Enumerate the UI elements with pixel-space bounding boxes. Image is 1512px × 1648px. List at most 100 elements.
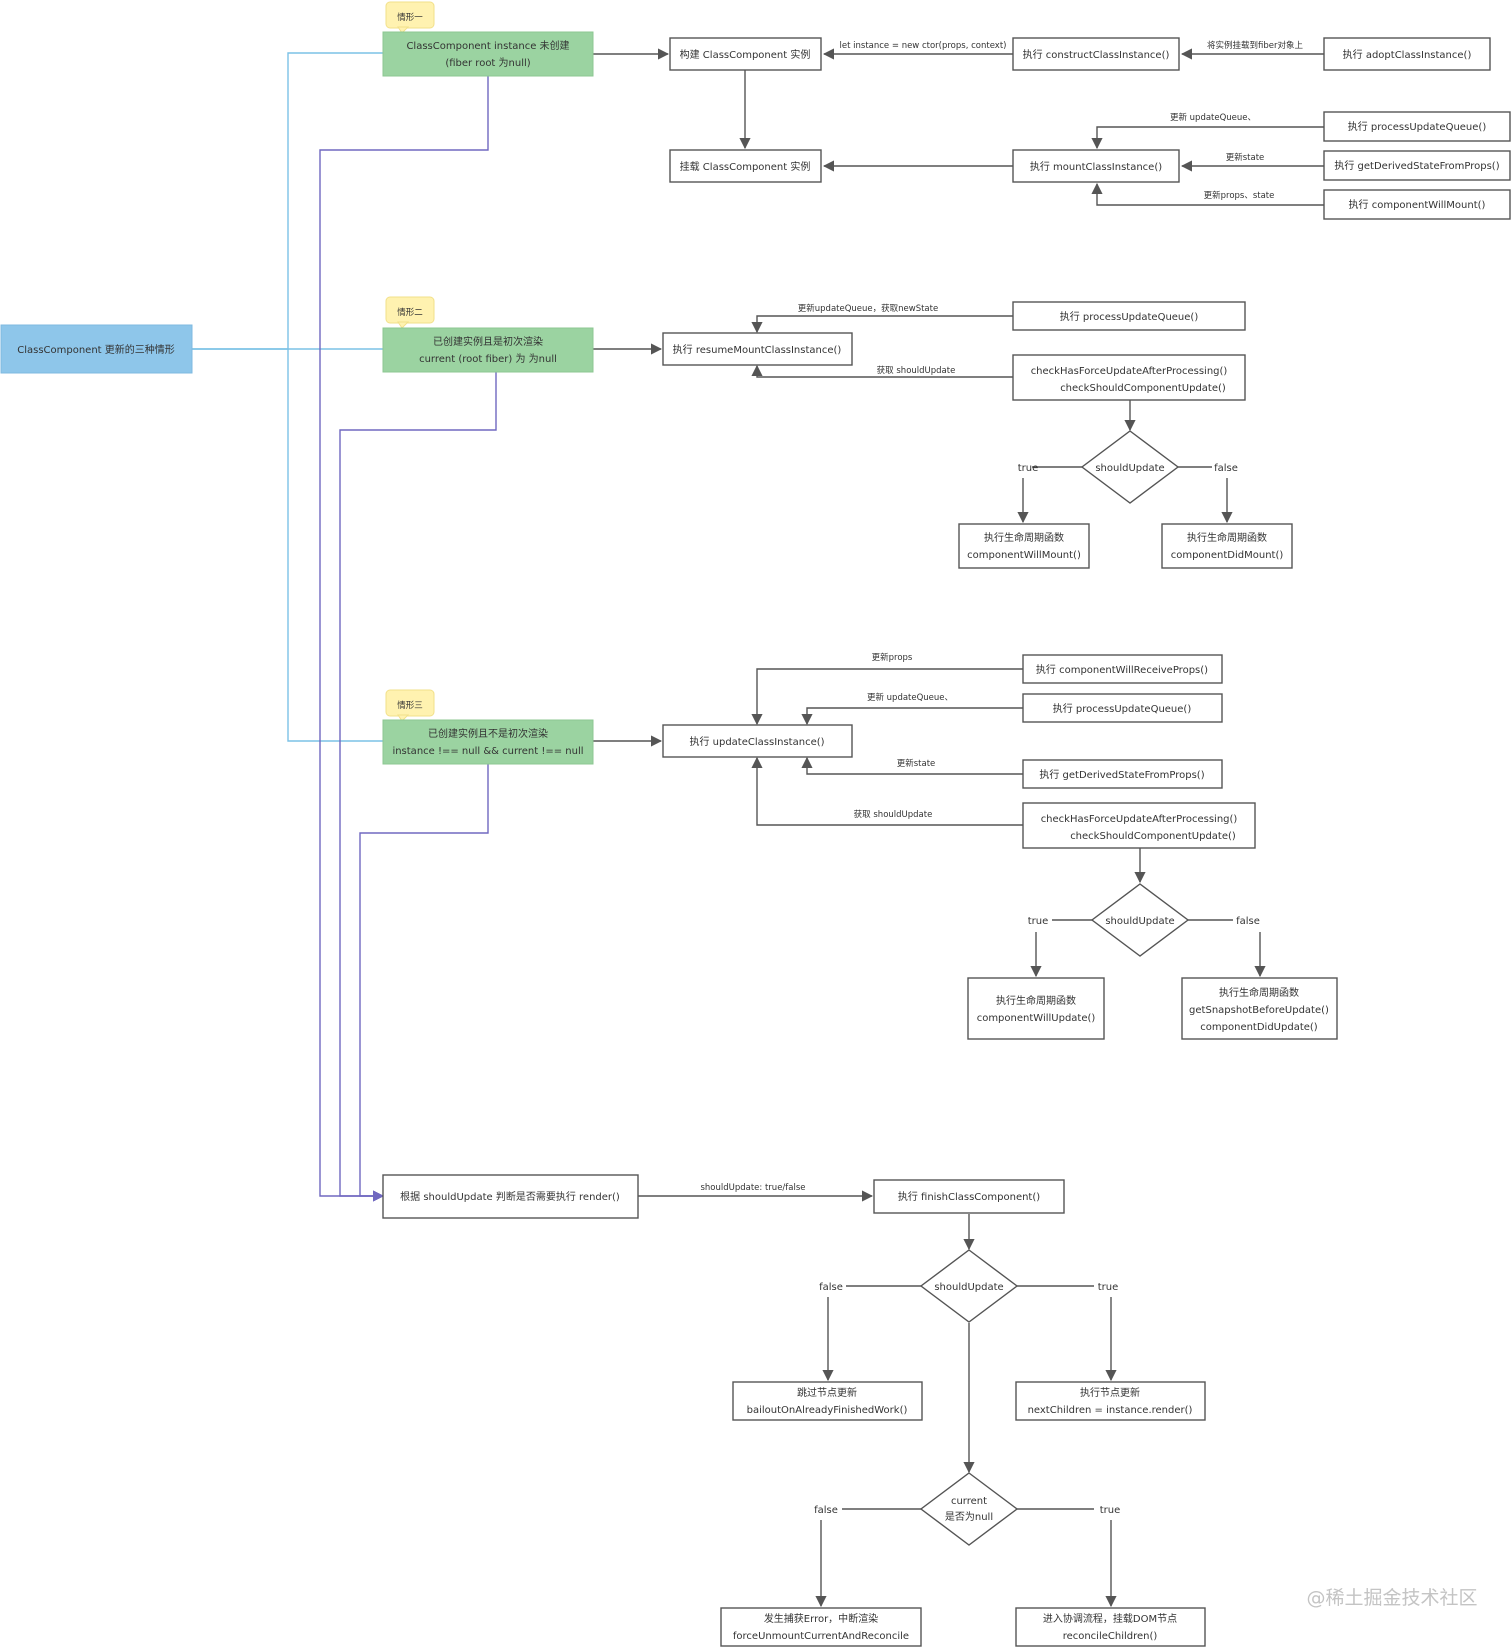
case3-false-line3: componentDidUpdate() (1200, 1022, 1318, 1033)
case2-diamond: shouldUpdate (1080, 430, 1180, 504)
adopt-instance-label: 执行 adoptClassInstance() (1343, 48, 1472, 61)
resume-mount-label: 执行 resumeMountClassInstance() (673, 343, 842, 356)
label-render-true: true (1098, 1282, 1119, 1293)
arrow-willmount-mountclass (1091, 182, 1324, 206)
skip-update-node: 跳过节点更新 bailoutOnAlreadyFinishedWork() (732, 1381, 923, 1421)
case3-process-queue-node: 执行 processUpdateQueue() (1022, 693, 1223, 723)
reconcile-node: 进入协调流程，挂载DOM节点 reconcileChildren() (1015, 1607, 1206, 1647)
case2-true-node: 执行生命周期函数 componentWillMount() (958, 523, 1090, 569)
current-diamond: current 是否为null (919, 1472, 1019, 1546)
root-label: ClassComponent 更新的三种情形 (17, 343, 175, 356)
case3-check-node: checkHasForceUpdateAfterProcessing() che… (1022, 802, 1256, 849)
case1-process-queue-node: 执行 processUpdateQueue() (1323, 111, 1511, 142)
construct-instance-node: 执行 constructClassInstance() (1012, 37, 1180, 71)
label-case2-false: false (1214, 463, 1238, 474)
case3-false-line2: getSnapshotBeforeUpdate() (1189, 1005, 1329, 1016)
adopt-instance-node: 执行 adoptClassInstance() (1323, 37, 1491, 71)
case3-check-line2: checkShouldComponentUpdate() (1070, 831, 1236, 842)
case2-diamond-label: shouldUpdate (1095, 463, 1164, 474)
case2-check-line2: checkShouldComponentUpdate() (1060, 383, 1226, 394)
finish-class-node: 执行 finishClassComponent() (873, 1179, 1065, 1214)
case2-tag: 情形二 (385, 296, 435, 329)
case2-check-line1: checkHasForceUpdateAfterProcessing() (1031, 366, 1228, 377)
case3-tag: 情形三 (385, 689, 435, 722)
case2-process-queue-node: 执行 processUpdateQueue() (1012, 301, 1246, 331)
case1-node: ClassComponent instance 未创建 (fiber root … (382, 31, 594, 77)
current-diamond-line2: 是否为null (945, 1511, 993, 1523)
mount-instance-node: 挂载 ClassComponent 实例 (669, 149, 822, 183)
case3-process-queue-label: 执行 processUpdateQueue() (1053, 702, 1192, 715)
label-new-instance: let instance = new ctor(props, context) (840, 41, 1007, 51)
exec-update-line1: 执行节点更新 (1080, 1386, 1140, 1399)
arrow-processqueue-mountclass (1091, 126, 1324, 150)
build-instance-node: 构建 ClassComponent 实例 (669, 37, 822, 71)
watermark: @稀土掘金技术社区 (1306, 1587, 1477, 1609)
case2-node: 已创建实例且是初次渲染 current (root fiber) 为 为null (382, 327, 594, 373)
case2-false-node: 执行生命周期函数 componentDidMount() (1161, 523, 1293, 569)
root-node: ClassComponent 更新的三种情形 (0, 324, 193, 374)
connector-case2-render (339, 370, 497, 1202)
case3-derived-state-label: 执行 getDerivedStateFromProps() (1039, 768, 1204, 781)
case1-will-mount-node: 执行 componentWillMount() (1323, 189, 1511, 220)
label-render-should: shouldUpdate: true/false (700, 1183, 805, 1193)
label-update-queue: 更新 updateQueue、 (1170, 112, 1256, 123)
case2-title-line2: current (root fiber) 为 为null (419, 353, 557, 365)
case2-true-line2: componentWillMount() (967, 550, 1081, 561)
mount-instance-label: 挂载 ClassComponent 实例 (680, 160, 811, 173)
case2-tag-label: 情形二 (397, 307, 423, 318)
connector-root-case3 (287, 349, 383, 742)
case3-receive-props-label: 执行 componentWillReceiveProps() (1036, 663, 1208, 676)
update-class-instance-node: 执行 updateClassInstance() (662, 724, 853, 758)
skip-update-line1: 跳过节点更新 (797, 1386, 857, 1399)
render-diamond: shouldUpdate (919, 1249, 1019, 1323)
reconcile-line1: 进入协调流程，挂载DOM节点 (1043, 1612, 1177, 1625)
label-case3-should: 获取 shouldUpdate (854, 809, 933, 820)
label-case3-true: true (1028, 916, 1049, 927)
arrow-receiveprops-update (751, 668, 1023, 726)
label-case3-props: 更新props (872, 652, 913, 663)
label-current-true: true (1100, 1505, 1121, 1516)
finish-class-label: 执行 finishClassComponent() (898, 1190, 1040, 1203)
label-attach-fiber: 将实例挂载到fiber对象上 (1207, 40, 1303, 51)
case3-tag-label: 情形三 (397, 700, 423, 711)
label-update-state: 更新state (1226, 152, 1265, 163)
current-diamond-line1: current (951, 1496, 987, 1507)
render-decide-node: 根据 shouldUpdate 判断是否需要执行 render() (382, 1174, 639, 1219)
error-node: 发生捕获Error，中断渲染 forceUnmountCurrentAndRec… (720, 1607, 922, 1647)
case1-derived-state-label: 执行 getDerivedStateFromProps() (1334, 159, 1499, 172)
case3-diamond-label: shouldUpdate (1105, 916, 1174, 927)
case3-receive-props-node: 执行 componentWillReceiveProps() (1022, 654, 1223, 684)
error-line2: forceUnmountCurrentAndReconcile (733, 1631, 909, 1642)
arrow-processqueue-resume (751, 315, 1013, 334)
arrow-check-update (751, 756, 1023, 826)
connector-case1-render (319, 76, 489, 1202)
exec-update-node: 执行节点更新 nextChildren = instance.render() (1015, 1381, 1206, 1421)
mount-class-instance-label: 执行 mountClassInstance() (1030, 160, 1162, 173)
render-decide-label: 根据 shouldUpdate 判断是否需要执行 render() (400, 1190, 620, 1203)
case3-check-line1: checkHasForceUpdateAfterProcessing() (1041, 814, 1238, 825)
case2-true-line1: 执行生命周期函数 (984, 531, 1064, 544)
skip-update-line2: bailoutOnAlreadyFinishedWork() (747, 1405, 908, 1416)
case3-true-line2: componentWillUpdate() (977, 1013, 1096, 1024)
label-update-props-state: 更新props、state (1204, 190, 1275, 201)
update-class-instance-label: 执行 updateClassInstance() (689, 735, 824, 748)
arrow-processqueue-update (801, 707, 1023, 726)
resume-mount-node: 执行 resumeMountClassInstance() (662, 332, 853, 366)
case2-check-node: checkHasForceUpdateAfterProcessing() che… (1012, 354, 1246, 401)
case3-node: 已创建实例且不是初次渲染 instance !== null && curren… (382, 719, 594, 765)
label-case3-queue: 更新 updateQueue、 (867, 692, 953, 703)
case1-will-mount-label: 执行 componentWillMount() (1349, 198, 1486, 211)
case1-tag-label: 情形一 (397, 12, 423, 23)
case2-false-line2: componentDidMount() (1171, 550, 1284, 561)
case1-tag: 情形一 (385, 1, 435, 34)
case2-process-queue-label: 执行 processUpdateQueue() (1060, 310, 1199, 323)
construct-instance-label: 执行 constructClassInstance() (1023, 48, 1170, 61)
case3-true-line1: 执行生命周期函数 (996, 994, 1076, 1007)
label-case2-should: 获取 shouldUpdate (877, 365, 956, 376)
render-diamond-label: shouldUpdate (934, 1282, 1003, 1293)
case3-true-node: 执行生命周期函数 componentWillUpdate() (967, 977, 1105, 1040)
connector-case3-render (359, 763, 489, 1202)
exec-update-line2: nextChildren = instance.render() (1028, 1405, 1193, 1416)
case1-process-queue-label: 执行 processUpdateQueue() (1348, 120, 1487, 133)
label-case2-true: true (1018, 463, 1039, 474)
